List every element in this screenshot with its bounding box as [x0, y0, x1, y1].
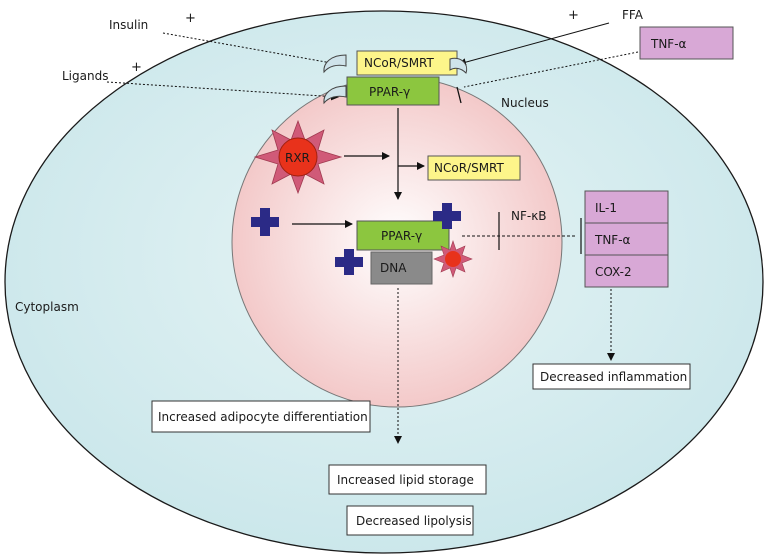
ffa-arrow: [458, 22, 610, 67]
increased-adipocyte-label: Increased adipocyte differentiation: [158, 410, 368, 424]
ligands-label: Ligands: [62, 69, 108, 83]
insulin-label: Insulin: [109, 18, 148, 32]
ligand-cross-top-right: [433, 203, 461, 229]
cytokine-box: [584, 254, 669, 288]
corepressor-box-released: [427, 155, 521, 181]
decreased-lipolysis-label: Decreased lipolysis: [356, 514, 472, 528]
dna-box: [370, 251, 433, 285]
cytokine-box: [584, 190, 669, 224]
decreased-inflammation-box: [532, 363, 691, 390]
rxr-small-circle: [445, 251, 461, 267]
decreased-lipolysis-box: [346, 505, 474, 536]
ffa-label: FFA: [622, 8, 644, 22]
tnf-alpha-box: [639, 26, 734, 60]
increased-lipid-storage-box: [328, 464, 487, 495]
rxr-circle: [278, 137, 318, 177]
ligand-cross-bottom-left: [335, 249, 363, 275]
ligand-receptor-crescent: [323, 85, 347, 105]
insulin-receptor-crescent: [323, 54, 347, 74]
dna-label: DNA: [380, 261, 407, 275]
nfkb-label: NF-κB: [511, 209, 547, 223]
decreased-inflammation-label: Decreased inflammation: [540, 370, 687, 384]
corepressor-released-label: NCoR/SMRT: [434, 161, 505, 175]
ligands-arrow: [106, 81, 339, 101]
ffa-plus-sign: +: [568, 8, 579, 23]
tnf-alpha-box-label: TNF-α: [650, 37, 687, 51]
ligands-plus-sign: +: [131, 60, 142, 75]
increased-lipid-storage-label: Increased lipid storage: [337, 473, 474, 487]
increased-adipocyte-box: [151, 400, 371, 433]
tnf-alpha-inhibition-bar: [456, 86, 462, 104]
corepressor-top-label: NCoR/SMRT: [364, 56, 435, 70]
rxr-label: RXR: [285, 151, 310, 165]
ligand-cross-left: [251, 208, 279, 236]
ffa-receptor-crescent: [449, 57, 468, 74]
insulin-plus-sign: +: [185, 11, 196, 26]
cytokine-label: COX-2: [595, 265, 632, 279]
ppar-gamma-box-bound: [356, 220, 450, 251]
cytokine-box: [584, 222, 669, 256]
tnf-alpha-inhibition-line: [463, 51, 639, 88]
ppar-gamma-box-top: [346, 76, 440, 106]
ppar-gamma-bound-label: PPAR-γ: [381, 229, 422, 243]
ppar-gamma-top-label: PPAR-γ: [369, 85, 410, 99]
insulin-arrow: [162, 32, 338, 67]
cytoplasm-label: Cytoplasm: [15, 300, 79, 314]
cytokine-label: IL-1: [595, 201, 617, 215]
cytokine-label: TNF-α: [594, 233, 631, 247]
nucleus-label: Nucleus: [501, 96, 549, 110]
